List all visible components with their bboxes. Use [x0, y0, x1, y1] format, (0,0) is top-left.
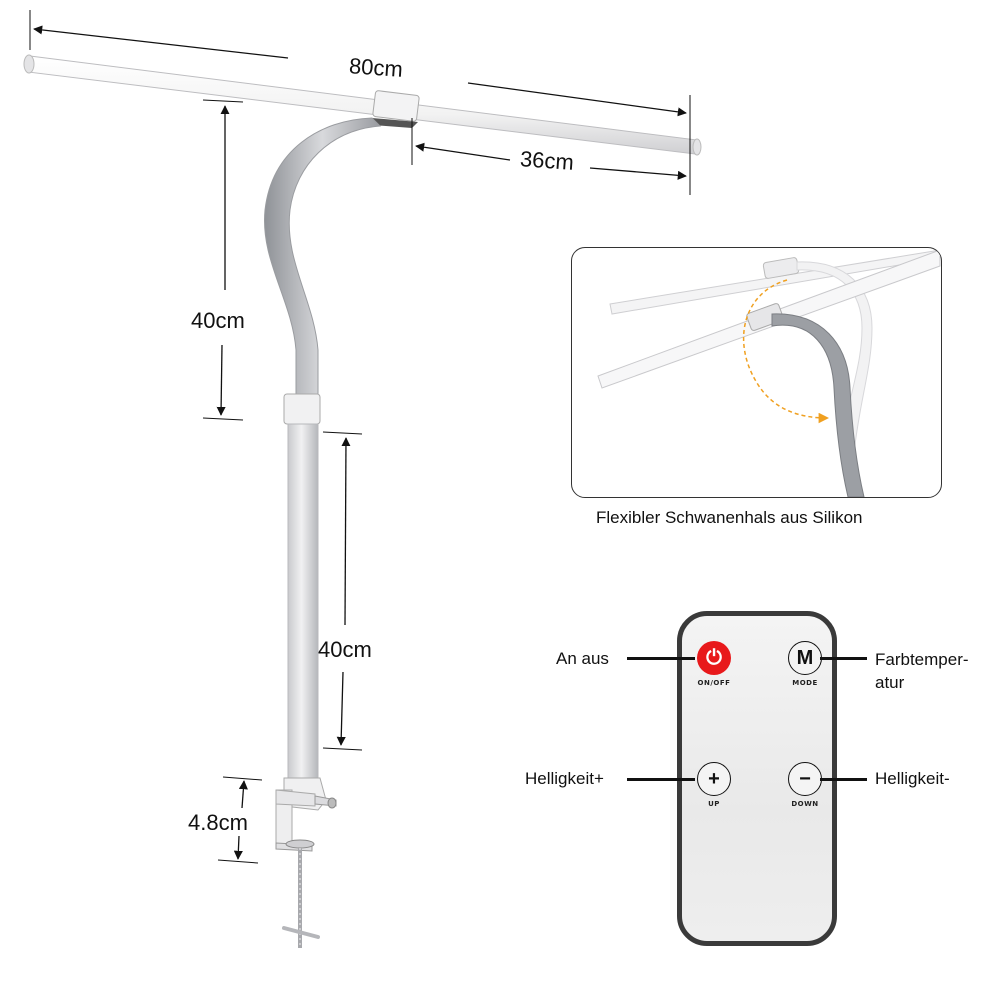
- callout-mode-line1: Farbtemper-: [875, 650, 969, 669]
- dimension-upper-arm: [202, 99, 244, 421]
- callout-line-up: [627, 778, 695, 781]
- dimension-lower-arm: [322, 431, 363, 751]
- callout-up: Helligkeit+: [525, 769, 604, 788]
- label-upper-40cm: 40cm: [191, 308, 245, 333]
- label-lower-40cm: 40cm: [318, 637, 372, 662]
- brightness-up-button[interactable]: +: [697, 762, 731, 796]
- callout-line-mode: [820, 657, 867, 660]
- gooseneck-detail-illustration: [597, 249, 941, 497]
- callout-line-down: [820, 778, 867, 781]
- remote-control: ⏻ ON/OFF M MODE + UP − DOWN: [677, 611, 837, 946]
- callout-power: An aus: [556, 649, 609, 668]
- power-button[interactable]: ⏻: [697, 641, 731, 675]
- lower-pole: [287, 423, 319, 780]
- arm-connector: [283, 393, 321, 425]
- brightness-down-button[interactable]: −: [788, 762, 822, 796]
- gooseneck-arm: [263, 117, 382, 401]
- callout-mode-line2: atur: [875, 673, 905, 692]
- inset-caption: Flexibler Schwanenhals aus Silikon: [596, 508, 863, 527]
- mode-icon: M: [796, 646, 814, 669]
- gooseneck-inset: [571, 247, 942, 498]
- mode-button-label: MODE: [792, 679, 818, 687]
- mode-button[interactable]: M: [788, 641, 822, 675]
- dimension-clamp: [217, 776, 263, 864]
- up-button-label: UP: [708, 800, 720, 808]
- minus-icon: −: [799, 767, 811, 790]
- plus-icon: +: [708, 767, 720, 790]
- dimension-80cm: [29, 10, 691, 195]
- light-bar: [23, 54, 702, 156]
- down-button-label: DOWN: [791, 800, 819, 808]
- power-button-label: ON/OFF: [697, 679, 731, 687]
- callout-line-power: [627, 657, 695, 660]
- power-icon: ⏻: [706, 646, 722, 669]
- callout-down: Helligkeit-: [875, 769, 950, 788]
- label-4-8cm: 4.8cm: [188, 810, 248, 835]
- label-36cm: 36cm: [519, 146, 575, 175]
- desk-clamp: [275, 777, 337, 948]
- label-80cm: 80cm: [348, 53, 404, 82]
- dimension-36cm: [411, 118, 687, 180]
